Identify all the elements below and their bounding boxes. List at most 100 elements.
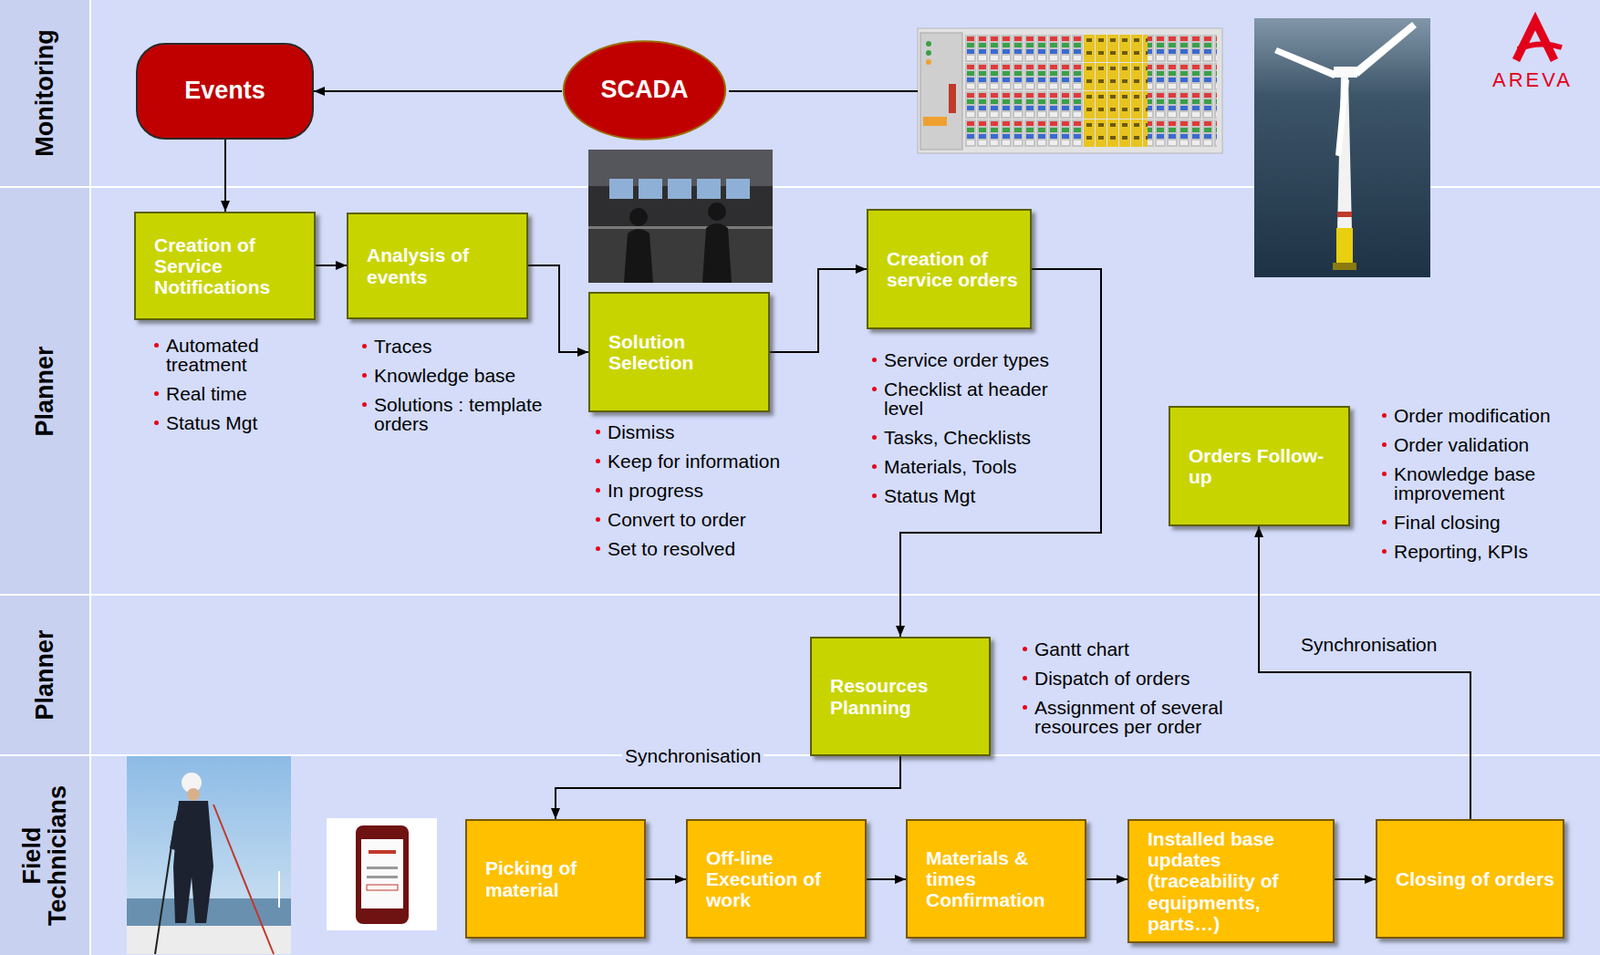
swimlane: Field Technicians Picking of material Off-… bbox=[0, 756, 1600, 955]
wind-turbine-photo bbox=[1254, 18, 1431, 278]
bullet-dot bbox=[595, 458, 601, 464]
field-task-box: Picking of material bbox=[465, 819, 646, 939]
field-task-box: Off-line Execution of work bbox=[685, 819, 867, 939]
field-task-box: Materials & times Confirmation bbox=[905, 819, 1087, 939]
lane-title: Planner bbox=[31, 195, 58, 587]
bullet-item: Order validation bbox=[1381, 435, 1593, 455]
connector-arrow bbox=[313, 90, 562, 93]
bullet-list: Gantt chartDispatch of ordersAssignment … bbox=[1021, 639, 1241, 747]
bullet-dot bbox=[872, 435, 877, 440]
bullet-text: In progress bbox=[607, 480, 832, 500]
process-box: Creation of Service Notifications bbox=[134, 211, 316, 321]
process-box: Analysis of events bbox=[346, 212, 529, 320]
bullet-item: Checklist at header level bbox=[871, 379, 1091, 418]
connector-arrow bbox=[1334, 878, 1376, 881]
connector-arrow bbox=[866, 878, 906, 881]
bullet-item: Solutions : template orders bbox=[361, 394, 572, 434]
process-box: Creation of service orders bbox=[866, 208, 1032, 330]
field-task-box: Installed base updates (traceability of … bbox=[1127, 819, 1335, 944]
control-room-photo bbox=[588, 149, 773, 283]
bullet-dot bbox=[154, 391, 159, 396]
bullet-list: Automated treatmentReal timeStatus Mgt bbox=[153, 335, 300, 443]
bullet-dot bbox=[872, 357, 877, 363]
lane-title: Field Technicians bbox=[19, 763, 72, 948]
bullet-dot bbox=[872, 493, 877, 499]
box-text: Analysis of events bbox=[366, 244, 520, 287]
bullet-list: Service order typesChecklist at header l… bbox=[871, 350, 1091, 516]
bullet-text: Set to resolved bbox=[607, 539, 832, 559]
bullet-text: Status Mgt bbox=[883, 486, 1091, 506]
swimlane: PlannerResources Planning bbox=[0, 595, 1600, 755]
bullet-text: Order validation bbox=[1393, 435, 1593, 455]
plc-module-photo bbox=[917, 28, 1223, 154]
box-text: Events bbox=[146, 77, 303, 105]
field-task-box: Closing of orders bbox=[1375, 819, 1565, 939]
bullet-list: Order modificationOrder validationKnowle… bbox=[1381, 405, 1593, 572]
bullet-dot bbox=[872, 386, 877, 392]
bullet-text: Knowledge base bbox=[374, 365, 572, 385]
bullet-item: Convert to order bbox=[594, 509, 832, 530]
box-text: Materials & times Confirmation bbox=[925, 847, 1078, 911]
bullet-item: Gantt chart bbox=[1021, 639, 1241, 659]
bullet-item: Status Mgt bbox=[871, 486, 1091, 506]
bullet-text: Assignment of several resources per orde… bbox=[1034, 697, 1241, 737]
bullet-text: Reporting, KPIs bbox=[1393, 541, 1593, 562]
bullet-item: Keep for information bbox=[594, 451, 832, 471]
bullet-dot bbox=[1381, 442, 1387, 447]
bullet-text: Knowledge base improvement bbox=[1393, 464, 1593, 503]
bullet-text: Solutions : template orders bbox=[374, 394, 572, 434]
process-box: Resources Planning bbox=[810, 636, 991, 757]
box-text: Off-line Execution of work bbox=[706, 847, 858, 911]
box-text: Orders Follow-up bbox=[1188, 445, 1341, 488]
bullet-dot bbox=[1381, 549, 1387, 554]
box-text: Creation of Service Notifications bbox=[154, 234, 307, 298]
connector-arrow bbox=[1086, 878, 1128, 881]
bullet-text: Checklist at header level bbox=[883, 379, 1091, 418]
bullet-text: Gantt chart bbox=[1034, 639, 1241, 659]
bullet-list: TracesKnowledge baseSolutions : template… bbox=[361, 336, 572, 444]
bullet-dot bbox=[595, 517, 601, 522]
bullet-text: Keep for information bbox=[607, 451, 832, 471]
bullet-text: Materials, Tools bbox=[883, 457, 1091, 477]
bullet-text: Status Mgt bbox=[166, 413, 300, 433]
bullet-text: Traces bbox=[374, 336, 572, 356]
bullet-item: Tasks, Checklists bbox=[871, 427, 1091, 447]
technician-photo bbox=[126, 756, 291, 955]
bullet-text: Dismiss bbox=[607, 422, 832, 442]
bullet-dot bbox=[362, 402, 367, 407]
bullet-list: DismissKeep for information In progressCo… bbox=[594, 422, 832, 569]
process-box: Orders Follow-up bbox=[1168, 405, 1351, 527]
bullet-text: Order modification bbox=[1393, 405, 1593, 426]
bullet-dot bbox=[1022, 705, 1028, 710]
bullet-item: Dismiss bbox=[594, 422, 832, 442]
bullet-item: In progress bbox=[594, 480, 832, 500]
box-text: Resources Planning bbox=[830, 675, 982, 717]
box-text: Closing of orders bbox=[1395, 868, 1556, 890]
bullet-text: Dispatch of orders bbox=[1034, 668, 1241, 688]
bullet-item: Final closing bbox=[1381, 512, 1593, 532]
bullet-text: Service order types bbox=[883, 350, 1091, 370]
bullet-dot bbox=[1381, 471, 1387, 477]
logo-group: AREVA bbox=[1470, 69, 1595, 92]
bullet-dot bbox=[1381, 519, 1387, 525]
plc-wire bbox=[728, 90, 918, 93]
bullet-dot bbox=[362, 373, 367, 378]
connector-arrow bbox=[645, 878, 686, 881]
edge-label: Synchronisation bbox=[622, 745, 764, 767]
bullet-dot bbox=[154, 420, 159, 426]
bullet-text: Convert to order bbox=[607, 509, 832, 530]
bullet-text: Final closing bbox=[1393, 512, 1593, 532]
box-text: Installed base updates (traceability of … bbox=[1147, 828, 1315, 934]
connector-arrow bbox=[224, 139, 227, 212]
bullet-item: Dispatch of orders bbox=[1021, 668, 1241, 688]
bullet-item: Knowledge base improvement bbox=[1381, 464, 1593, 503]
bullet-item: Traces bbox=[361, 336, 572, 356]
areva-logo-mark bbox=[1516, 20, 1562, 61]
bullet-item: Knowledge base bbox=[361, 365, 572, 385]
bullet-dot bbox=[595, 546, 601, 551]
bullet-dot bbox=[595, 429, 601, 435]
bullet-item: Service order types bbox=[871, 350, 1091, 370]
scada-ellipse: SCADA bbox=[561, 39, 728, 142]
